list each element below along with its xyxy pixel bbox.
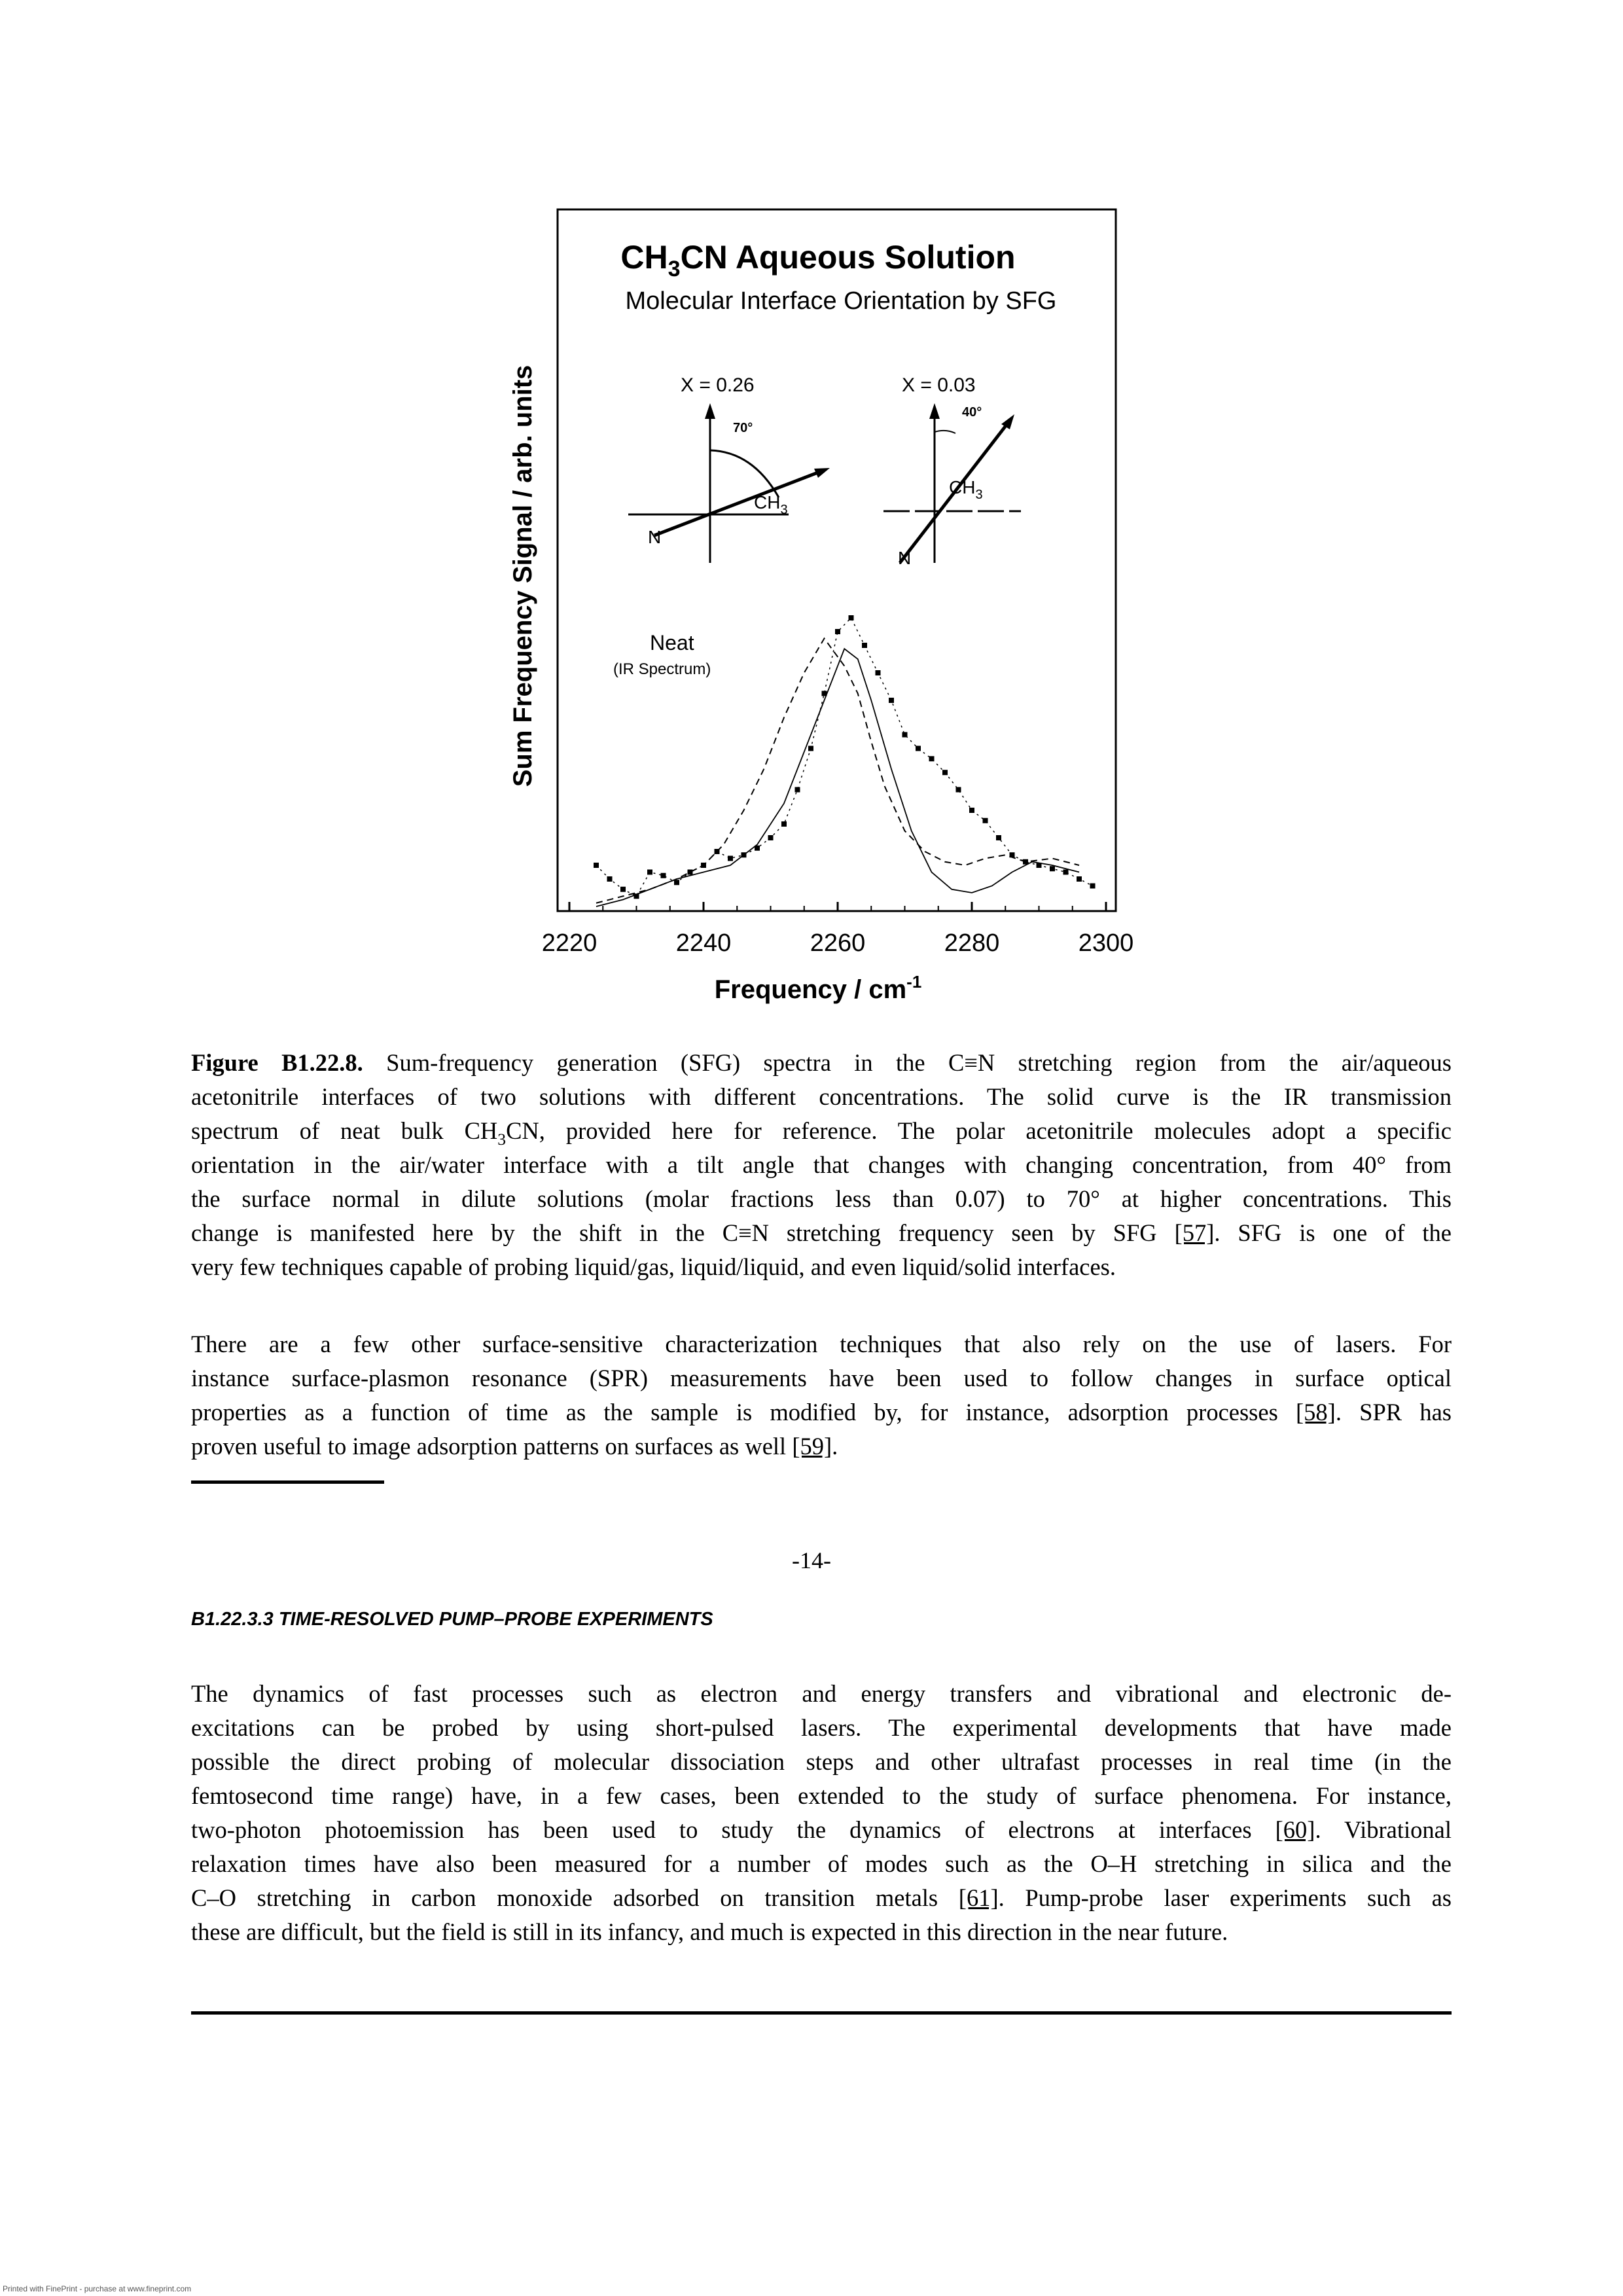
series-layer (594, 615, 1096, 907)
data-point (1009, 852, 1015, 858)
data-point (594, 863, 599, 868)
body-paragraph: The dynamics of fast processes such as e… (191, 1677, 1452, 1949)
inset-right-angle: 40° (962, 405, 982, 420)
data-point (1063, 869, 1069, 875)
data-point (781, 821, 787, 827)
caption-line: the surface normal in dilute solutions (… (191, 1185, 1452, 1212)
data-point (848, 615, 854, 620)
footnote-rule (191, 1480, 384, 1484)
data-point (633, 893, 639, 899)
caption-line: very few techniques capable of probing l… (191, 1253, 1116, 1280)
paragraph-line: properties as a function of time as the … (191, 1399, 1452, 1426)
reference-link[interactable]: [61] (958, 1884, 999, 1911)
inset-right: X = 0.03 40° CH3 N (883, 374, 1021, 568)
inset-right-group: CH3 (949, 477, 983, 502)
caption-line: Figure B1.22.8. Sum-frequency generation… (191, 1049, 1452, 1076)
neat-sublabel: (IR Spectrum) (613, 660, 711, 678)
series-line (596, 617, 1093, 897)
data-point (821, 691, 827, 696)
paragraph-line: relaxation times have also been measured… (191, 1850, 1452, 1877)
y-axis-label: Sum Frequency Signal / arb. units (508, 365, 537, 787)
data-point (794, 787, 800, 793)
data-point (808, 745, 813, 751)
paragraph-line: instance surface-plasmon resonance (SPR)… (191, 1365, 1452, 1391)
x-tick-label: 2260 (810, 929, 866, 957)
paragraph-line: proven useful to image adsorption patter… (191, 1433, 838, 1460)
inset-left-atom: N (648, 527, 661, 547)
section-heading: B1.22.3.3 TIME-RESOLVED PUMP–PROBE EXPER… (191, 1609, 713, 1630)
data-point (1090, 883, 1096, 889)
inset-right-atom: N (898, 548, 911, 568)
data-point (902, 732, 908, 738)
data-point (835, 629, 840, 634)
data-point (660, 872, 666, 878)
figure-subtitle: Molecular Interface Orientation by SFG (626, 287, 1057, 315)
reference-link[interactable]: [59] (792, 1433, 832, 1460)
data-point (647, 869, 652, 875)
data-point (714, 849, 720, 854)
caption-line: orientation in the air/water interface w… (191, 1151, 1452, 1178)
data-point (929, 756, 935, 762)
x-tick-label: 2280 (944, 929, 1000, 957)
data-point (1036, 863, 1042, 868)
data-point (955, 787, 961, 793)
data-point (607, 876, 613, 882)
caption-line: acetonitrile interfaces of two solutions… (191, 1083, 1452, 1110)
paragraph-line: The dynamics of fast processes such as e… (191, 1680, 1452, 1707)
page-number: -14- (792, 1547, 831, 1573)
data-point (687, 869, 693, 875)
paragraph-line: excitations can be probed by using short… (191, 1714, 1452, 1741)
inset-left-x-label: X = 0.26 (681, 374, 755, 396)
figure-caption: Figure B1.22.8. Sum-frequency generation… (191, 1046, 1452, 1284)
bottom-rule (191, 2011, 1452, 2015)
x-tick-label: 2220 (542, 929, 597, 957)
inset-right-x-label: X = 0.03 (902, 374, 976, 396)
data-point (942, 770, 948, 776)
data-point (620, 886, 626, 892)
data-point (1077, 876, 1082, 882)
inset-left: X = 0.26 70° CH3 N (628, 374, 830, 563)
paragraph-line: femtosecond time range) have, in a few c… (191, 1782, 1452, 1809)
footer-note: Printed with FinePrint - purchase at www… (3, 2284, 192, 2293)
paragraph-line: There are a few other surface-sensitive … (191, 1331, 1452, 1357)
reference-link[interactable]: [57] (1174, 1219, 1215, 1246)
data-point (728, 855, 733, 861)
series-line (596, 647, 1080, 907)
data-point (996, 835, 1001, 840)
paragraph-line: possible the direct probing of molecular… (191, 1748, 1452, 1775)
data-point (674, 880, 679, 886)
figure-title: CH3CN Aqueous Solution (620, 239, 1015, 281)
figure: CH3CN Aqueous Solution Molecular Interfa… (508, 208, 1134, 1004)
x-axis-ticks: 2220 2240 2260 2280 2300 (542, 902, 1134, 957)
data-point (768, 835, 774, 840)
reference-link[interactable]: [58] (1296, 1399, 1336, 1426)
caption-line: spectrum of neat bulk CH3CN, provided he… (191, 1117, 1452, 1149)
data-point (969, 808, 974, 813)
x-axis-label: Frequency / cm-1 (715, 972, 922, 1004)
data-point (982, 817, 988, 823)
series-line (596, 637, 1080, 904)
paragraph-line: these are difficult, but the field is st… (191, 1918, 1228, 1945)
x-tick-label: 2300 (1079, 929, 1134, 957)
caption-label: Figure B1.22.8. (191, 1049, 363, 1076)
data-point (755, 845, 760, 851)
inset-left-group: CH3 (754, 492, 788, 517)
data-point (862, 643, 867, 648)
caption-line: change is manifested here by the shift i… (191, 1219, 1452, 1246)
neat-label: Neat (650, 631, 694, 655)
body-paragraph: There are a few other surface-sensitive … (191, 1327, 1452, 1463)
inset-left-angle: 70° (733, 421, 753, 435)
data-point (875, 670, 881, 675)
data-point (889, 698, 894, 703)
reference-link[interactable]: [60] (1275, 1816, 1315, 1843)
data-point (1050, 866, 1055, 872)
data-point (916, 745, 921, 751)
paragraph-line: two-photon photoemission has been used t… (191, 1816, 1452, 1843)
x-tick-label: 2240 (676, 929, 732, 957)
paragraph-line: C–O stretching in carbon monoxide adsorb… (191, 1884, 1452, 1911)
